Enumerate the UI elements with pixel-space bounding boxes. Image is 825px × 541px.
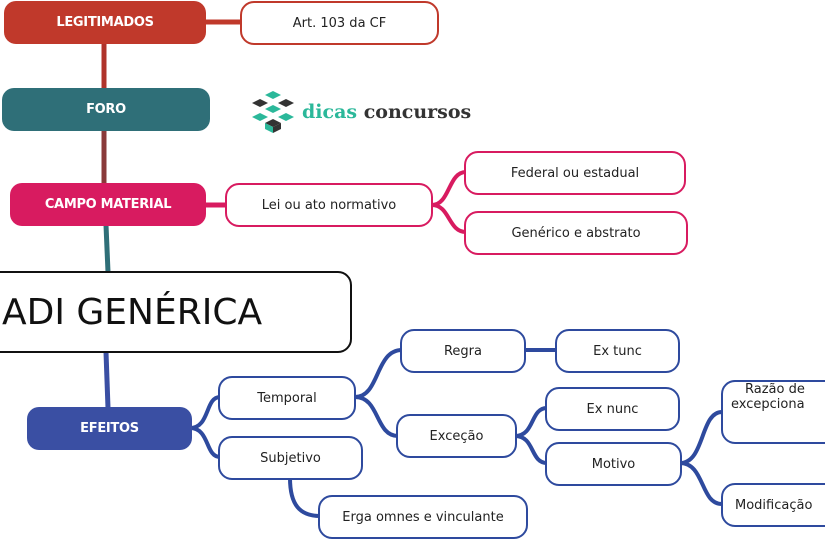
node-excecao-label: Exceção: [429, 428, 484, 444]
category-campo-material: CAMPO MATERIAL: [10, 183, 206, 226]
line-lei-federal: [431, 170, 467, 207]
node-subjetivo-label: Subjetivo: [260, 450, 321, 466]
line-motivo-razao: [679, 410, 723, 465]
node-temporal-label: Temporal: [257, 390, 317, 406]
line-temporal-excecao: [354, 395, 399, 438]
node-generico-abstrato: Genérico e abstrato: [464, 211, 688, 255]
node-art103-label: Art. 103 da CF: [292, 15, 387, 31]
node-temporal: Temporal: [218, 376, 356, 420]
category-campo-material-label: CAMPO MATERIAL: [44, 197, 172, 212]
node-subjetivo: Subjetivo: [218, 436, 363, 480]
node-razao-line2: excepciona: [731, 397, 805, 412]
category-efeitos-label: EFEITOS: [80, 421, 139, 436]
node-razao-line1: Razão de: [745, 382, 805, 397]
node-erga-omnes-label: Erga omnes e vinculante: [342, 509, 504, 525]
line-temporal-regra: [354, 348, 403, 399]
node-ex-nunc-label: Ex nunc: [586, 401, 639, 417]
line-efeitos-subjetivo: [189, 426, 221, 459]
logo-text-dicas: dicas: [302, 101, 358, 123]
trunk-line-efeitos: [103, 351, 111, 409]
category-legitimados: LEGITIMADOS: [4, 1, 206, 44]
line-motivo-modificacao: [679, 461, 723, 506]
line-lei-generico: [431, 203, 467, 234]
node-ex-tunc: Ex tunc: [555, 329, 680, 373]
node-federal-estadual-label: Federal ou estadual: [510, 165, 640, 181]
line-excecao-motivo: [514, 434, 548, 465]
category-foro: FORO: [2, 88, 210, 131]
logo-text-concursos: concursos: [363, 101, 472, 123]
cube-logo-icon: [252, 91, 294, 133]
node-modificacao-label: Modificação: [735, 497, 813, 513]
main-title: ADI GENÉRICA: [2, 291, 263, 333]
node-regra-label: Regra: [443, 343, 482, 359]
node-generico-abstrato-label: Genérico e abstrato: [511, 225, 641, 241]
category-legitimados-label: LEGITIMADOS: [56, 15, 154, 30]
node-lei-ato-label: Lei ou ato normativo: [261, 197, 397, 213]
line-excecao-exnunc: [514, 406, 548, 438]
node-lei-ato: Lei ou ato normativo: [225, 183, 433, 227]
node-excecao: Exceção: [396, 414, 517, 458]
trunk-line-campo: [103, 224, 111, 273]
node-motivo-label: Motivo: [591, 456, 636, 472]
category-foro-label: FORO: [86, 102, 126, 117]
node-federal-estadual: Federal ou estadual: [464, 151, 686, 195]
logo: dicas concursos: [250, 88, 471, 136]
node-motivo: Motivo: [545, 442, 682, 486]
node-razao: Razão de excepciona: [721, 380, 825, 444]
node-erga-omnes: Erga omnes e vinculante: [318, 495, 528, 539]
node-ex-tunc-label: Ex tunc: [593, 343, 642, 359]
main-title-box: ADI GENÉRICA: [0, 271, 352, 353]
node-regra: Regra: [400, 329, 526, 373]
line-efeitos-temporal: [189, 395, 221, 430]
node-art103: Art. 103 da CF: [240, 1, 439, 45]
line-subjetivo-erga: [288, 477, 321, 518]
node-modificacao: Modificação: [721, 483, 825, 527]
category-efeitos: EFEITOS: [27, 407, 192, 450]
node-ex-nunc: Ex nunc: [545, 387, 680, 431]
